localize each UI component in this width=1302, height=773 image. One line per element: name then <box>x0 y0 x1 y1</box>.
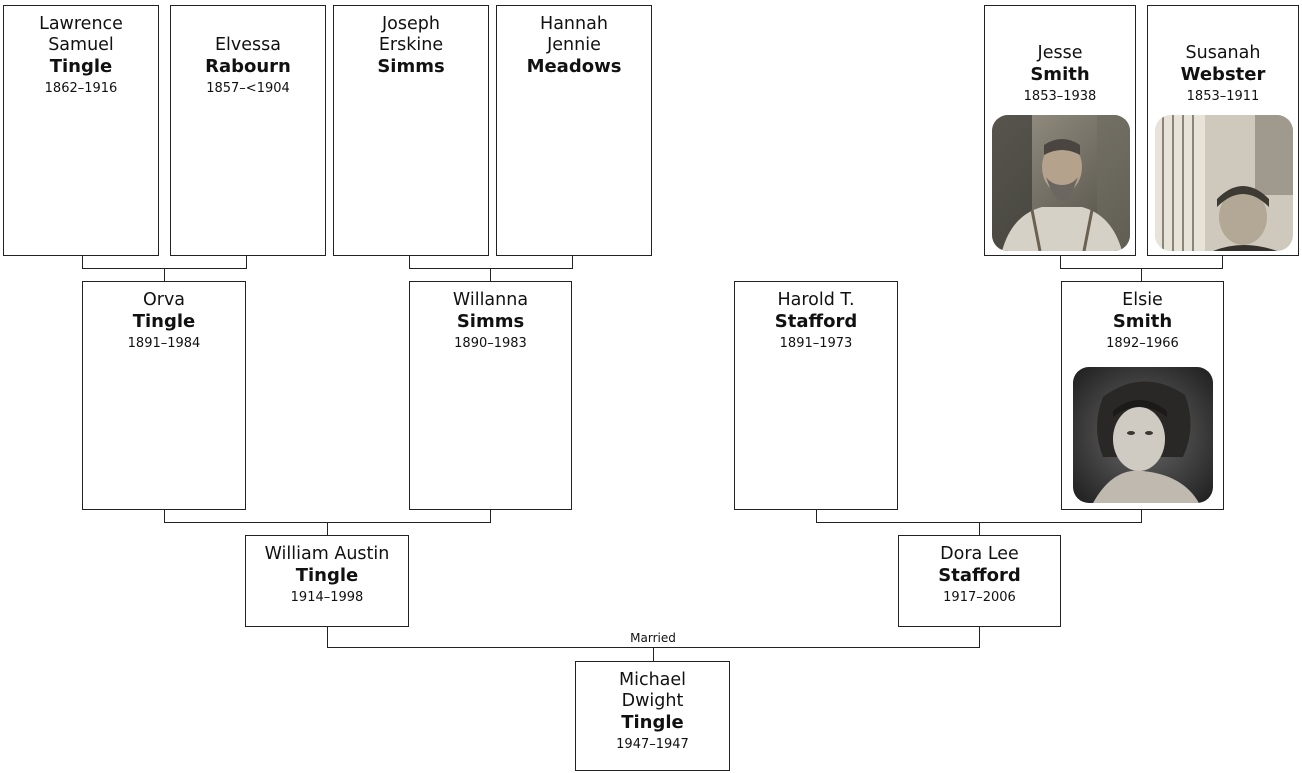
surname: Stafford <box>774 311 858 332</box>
life-dates: 1862–1916 <box>44 81 118 96</box>
person-card-harold-stafford[interactable]: Harold T. Stafford 1891–1973 <box>734 281 898 510</box>
given-name: Lawrence Samuel <box>39 14 123 55</box>
given-name: Michael Dwight <box>618 670 687 711</box>
given-name: Dora Lee <box>940 544 1019 564</box>
married-label: Married <box>630 631 676 645</box>
life-dates: 1917–2006 <box>943 590 1016 605</box>
life-dates: 1914–1998 <box>290 590 364 605</box>
portrait-photo-elsie <box>1073 367 1213 503</box>
given-name: Susanah <box>1185 43 1261 63</box>
person-card-hannah-meadows[interactable]: Hannah Jennie Meadows <box>496 5 652 256</box>
surname: Tingle <box>295 565 359 586</box>
surname: Webster <box>1180 64 1266 85</box>
connector-line <box>164 268 165 281</box>
person-card-elsie-smith[interactable]: Elsie Smith 1892–1966 <box>1061 281 1224 510</box>
connector-line <box>164 510 165 522</box>
person-card-elvessa-rabourn[interactable]: Elvessa Rabourn 1857–<1904 <box>170 5 326 256</box>
person-card-michael-tingle[interactable]: Michael Dwight Tingle 1947–1947 <box>575 661 730 771</box>
portrait-photo-susanah <box>1155 115 1293 251</box>
given-name: William Austin <box>264 544 390 564</box>
life-dates: 1947–1947 <box>616 737 689 752</box>
connector-line <box>979 522 980 535</box>
life-dates: 1891–1973 <box>779 336 853 351</box>
given-name: Jesse <box>1037 43 1083 63</box>
given-name: Elsie <box>1122 290 1163 310</box>
connector-line <box>1060 256 1061 268</box>
given-name: Hannah Jennie <box>540 14 608 55</box>
life-dates: 1857–<1904 <box>206 81 290 96</box>
connector-line <box>572 256 573 268</box>
life-dates: 1853–1938 <box>1023 89 1097 104</box>
surname: Simms <box>456 311 525 332</box>
connector-line <box>653 647 654 661</box>
person-card-jesse-smith[interactable]: Jesse Smith 1853–1938 <box>984 5 1136 256</box>
connector-line <box>1222 256 1223 268</box>
person-card-dora-stafford[interactable]: Dora Lee Stafford 1917–2006 <box>898 535 1061 627</box>
connector-line <box>246 256 247 268</box>
person-card-william-tingle[interactable]: William Austin Tingle 1914–1998 <box>245 535 409 627</box>
surname: Rabourn <box>205 56 291 77</box>
surname: Tingle <box>132 311 196 332</box>
person-card-orva-tingle[interactable]: Orva Tingle 1891–1984 <box>82 281 246 510</box>
portrait-photo-jesse <box>992 115 1130 251</box>
person-card-lawrence-tingle[interactable]: Lawrence Samuel Tingle 1862–1916 <box>3 5 159 256</box>
surname: Stafford <box>938 565 1021 586</box>
life-dates: 1892–1966 <box>1106 336 1179 351</box>
person-card-joseph-simms[interactable]: Joseph Erskine Simms <box>333 5 489 256</box>
life-dates: 1853–1911 <box>1186 89 1260 104</box>
given-name: Willanna <box>452 290 529 310</box>
connector-line <box>816 510 817 522</box>
given-name: Harold T. <box>777 290 855 310</box>
given-name: Elvessa <box>214 35 281 55</box>
connector-line <box>1141 268 1142 281</box>
surname: Smith <box>1030 64 1090 85</box>
connector-line <box>327 627 328 647</box>
person-card-susanah-webster[interactable]: Susanah Webster 1853–1911 <box>1147 5 1299 256</box>
connector-line <box>327 522 328 535</box>
person-card-willanna-simms[interactable]: Willanna Simms 1890–1983 <box>409 281 572 510</box>
surname: Tingle <box>49 56 113 77</box>
connector-line <box>409 256 410 268</box>
surname: Simms <box>377 56 445 77</box>
connector-line <box>82 256 83 268</box>
surname: Meadows <box>526 56 622 77</box>
life-dates: 1890–1983 <box>454 336 527 351</box>
connector-line <box>409 268 573 269</box>
connector-line <box>490 268 491 281</box>
surname: Tingle <box>621 712 684 733</box>
surname: Smith <box>1112 311 1173 332</box>
connector-line <box>979 627 980 647</box>
life-dates: 1891–1984 <box>127 336 201 351</box>
connector-line <box>1141 510 1142 522</box>
given-name: Joseph Erskine <box>378 14 444 55</box>
connector-line <box>490 510 491 522</box>
given-name: Orva <box>142 290 186 310</box>
